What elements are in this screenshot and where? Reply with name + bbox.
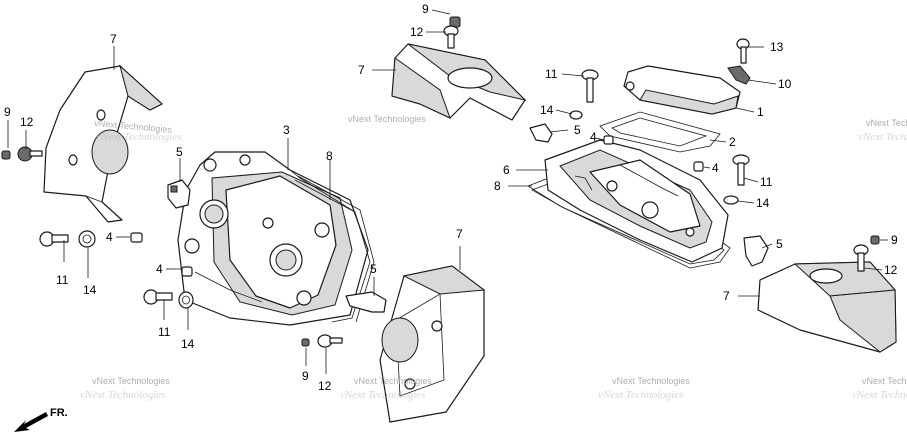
- watermark-text: vNext Technologies: [340, 389, 425, 401]
- callout-12: 12: [410, 25, 424, 39]
- callout-4: 4: [156, 262, 163, 276]
- watermark-text: vNext Technologies: [348, 114, 426, 124]
- watermark-text: vNext Technologies: [96, 131, 181, 143]
- callout-8: 8: [326, 149, 333, 163]
- center-gasket-part-8: [294, 175, 375, 323]
- callout-7: 7: [358, 63, 365, 77]
- callout-7: 7: [723, 289, 730, 303]
- callout-12: 12: [20, 115, 34, 129]
- callout-9: 9: [422, 2, 429, 16]
- callout-8: 8: [494, 179, 501, 193]
- top-shield-part-7: [391, 43, 527, 121]
- callout-9: 9: [302, 369, 309, 383]
- watermark-text: vNext Technologies: [92, 376, 170, 386]
- callout-10: 10: [778, 77, 792, 91]
- callout-5: 5: [574, 123, 581, 137]
- callout-14: 14: [83, 283, 97, 297]
- callout-4: 4: [590, 130, 597, 144]
- watermark-text: vNext Technologies: [80, 389, 165, 401]
- breather-cover-part-1: [623, 65, 741, 115]
- center-bolt-11: [143, 289, 194, 309]
- callout-11: 11: [158, 325, 171, 339]
- watermarks: vNext Technologies vNext Technologies vN…: [80, 114, 907, 401]
- front-arrow-icon: [14, 412, 48, 432]
- callout-12: 12: [318, 379, 332, 393]
- center-shield-part-7: [379, 265, 486, 423]
- watermark-text: vNext Technologies: [858, 131, 907, 143]
- right-bolt-12: [853, 235, 880, 272]
- callout-11: 11: [56, 273, 69, 287]
- right-lower-bolt-11: [693, 154, 769, 267]
- left-bolt-12: [1, 146, 43, 162]
- left-shield-part-7: [43, 64, 163, 223]
- callout-6: 6: [503, 163, 510, 177]
- valve-cover-part-6: [544, 139, 729, 263]
- callout-3: 3: [283, 123, 290, 137]
- callout-14: 14: [756, 196, 770, 210]
- watermark-text: vNext Technologies: [598, 389, 683, 401]
- callout-14: 14: [181, 337, 195, 351]
- callout-9: 9: [4, 105, 11, 119]
- watermark-text: vNext Technologies: [862, 376, 907, 386]
- top-bolt-12: [443, 16, 461, 49]
- front-direction-indicator: FR.: [14, 407, 68, 432]
- callout-14: 14: [540, 103, 554, 117]
- callout-5: 5: [370, 262, 377, 276]
- right-upper-bolt-11: [529, 69, 614, 145]
- callout-7: 7: [456, 227, 463, 241]
- center-small-parts: [167, 179, 387, 313]
- callout-2: 2: [729, 135, 736, 149]
- callout-labels: 7 9 12 11 14 4 5 3 8 4 5 11 14 9 12 7 7 …: [4, 2, 898, 393]
- left-bolt-11: [39, 230, 143, 248]
- callout-11: 11: [760, 175, 773, 189]
- callout-4: 4: [712, 161, 719, 175]
- watermark-text: vNext Technologies: [866, 118, 907, 128]
- callout-9: 9: [891, 233, 898, 247]
- watermark-text: vNext Technologies: [852, 389, 907, 401]
- callout-5: 5: [776, 237, 783, 251]
- callout-12: 12: [884, 263, 898, 277]
- front-direction-label: FR.: [50, 407, 68, 419]
- cylinder-head-part-3: [177, 151, 369, 326]
- clip-part-10: [727, 38, 751, 85]
- callout-7: 7: [110, 32, 117, 46]
- callout-5: 5: [176, 145, 183, 159]
- callout-4: 4: [106, 230, 113, 244]
- watermark-text: vNext Technologies: [354, 376, 432, 386]
- leader-lines: [7, 9, 888, 374]
- callout-1: 1: [757, 105, 764, 119]
- callout-13: 13: [770, 40, 784, 54]
- callout-11: 11: [545, 67, 558, 81]
- right-shield-part-7: [757, 261, 897, 353]
- watermark-text: vNext Technologies: [612, 376, 690, 386]
- center-bolt-12: [301, 334, 343, 348]
